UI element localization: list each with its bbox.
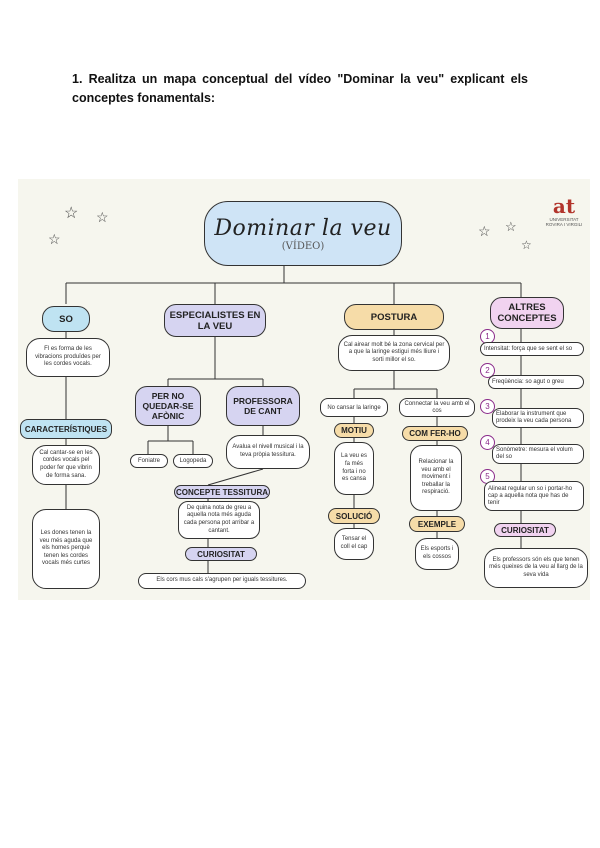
so-note: Fl es forma de les vibracions produïdes …	[26, 338, 110, 377]
phoniatrist-box: Foniatre	[130, 454, 168, 468]
concept-item-5: Alineat regular un so i portar-ho cap a …	[484, 481, 584, 511]
how-to-tag: COM FER-HO	[402, 426, 468, 441]
star-icon: ☆	[478, 223, 491, 239]
star-icon: ☆	[521, 238, 532, 252]
singing-teacher-note: Avalua el nivell musical i la teva pròpi…	[226, 435, 310, 469]
tessitura-note: De quina nota de greu a aquella nota més…	[178, 501, 260, 539]
solution-tag: SOLUCIÓ	[328, 508, 380, 524]
exercise-heading: 1. Realitza un mapa conceptual del vídeo…	[72, 72, 528, 105]
university-logo: at UNIVERSITAT ROVIRA I VIRGILI	[544, 195, 584, 227]
example-tag: EXEMPLE	[409, 516, 465, 532]
star-icon: ☆	[64, 205, 79, 222]
not-aphonic-node: PER NO QUEDAR-SE AFÒNIC	[135, 386, 201, 426]
concept-map: ☆ ☆ ☆ ☆ ☆ ☆ at UNIVERSITAT ROVIRA I VIRG…	[18, 179, 590, 600]
logo-text: UNIVERSITAT ROVIRA I VIRGILI	[545, 217, 583, 227]
item-number: 1	[480, 329, 495, 344]
concept-item-4: Sonòmetre: mesura el volum del so	[492, 444, 584, 464]
speech-therapist-box: Logopeda	[173, 454, 213, 468]
reason-tag: MOTIU	[334, 423, 374, 438]
not-tire-larynx-box: No cansar la laringe	[320, 398, 388, 417]
item-number: 3	[480, 399, 495, 414]
curiosity-tag-specialists: CURIOSITAT	[185, 547, 257, 561]
solution-note: Tensar el coll el cap	[334, 528, 374, 560]
so-node: SO	[42, 306, 90, 332]
map-title: Dominar la veu	[214, 215, 392, 241]
posture-node: POSTURA	[344, 304, 444, 330]
connect-voice-body-box: Connectar la veu amb el cos	[399, 398, 475, 417]
logo-mark: at	[552, 194, 576, 218]
star-icon: ☆	[505, 219, 517, 234]
item-number: 2	[480, 363, 495, 378]
tessitura-tag: CONCEPTE TESSITURA	[174, 485, 270, 499]
posture-note: Cal airear molt bé la zona cervical per …	[338, 335, 450, 371]
how-to-note: Relacionar la veu amb el moviment i treb…	[410, 445, 462, 511]
concept-item-1: Intensitat: força que se sent el so	[480, 342, 584, 356]
characteristics-note-2: Les dones tenen la veu més aguda que els…	[32, 509, 100, 589]
map-subtitle: (VÍDEO)	[281, 240, 325, 252]
curiosity-note-other: Els professors són els que tenen més que…	[484, 548, 588, 588]
characteristics-note-1: Cal cantar-se en les cordes vocals pel p…	[32, 445, 100, 485]
characteristics-tag: CARACTERÍSTIQUES	[20, 419, 112, 439]
singing-teacher-node: PROFESSORA DE CANT	[226, 386, 300, 426]
item-number: 4	[480, 435, 495, 450]
star-icon: ☆	[96, 209, 109, 225]
specialists-node: ESPECIALISTES EN LA VEU	[164, 304, 266, 337]
reason-note: La veu es fa més forta i no es cansa	[334, 442, 374, 495]
curiosity-tag-other: CURIOSITAT	[494, 523, 556, 537]
concept-item-2: Freqüència: so agut o greu	[488, 375, 584, 389]
star-icon: ☆	[48, 231, 61, 247]
concept-item-3: Elaborar la instrument que prodeix la ve…	[492, 408, 584, 428]
map-title-box: Dominar la veu (VÍDEO)	[204, 201, 402, 266]
curiosity-note-specialists: Els cors mus cals s'agrupen per iguals t…	[138, 573, 306, 589]
example-note: Els esports i els cossos	[415, 538, 459, 570]
other-concepts-node: ALTRES CONCEPTES	[490, 297, 564, 329]
